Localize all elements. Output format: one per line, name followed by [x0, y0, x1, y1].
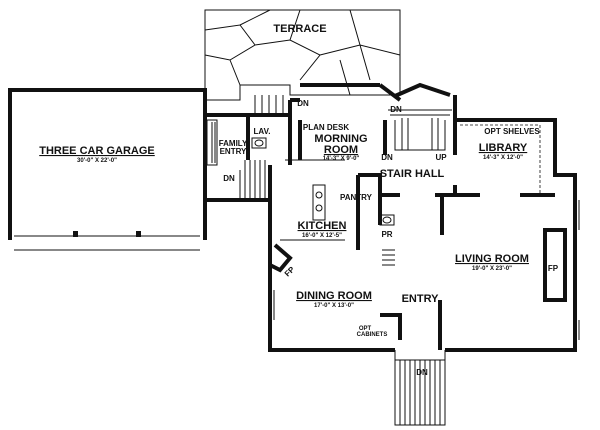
terrace-label: TERRACE — [273, 23, 326, 35]
up-label-stair: UP — [435, 153, 447, 162]
living-room-dims: 19'-0" X 23'-0" — [472, 266, 512, 272]
dining-room-label: DINING ROOM — [296, 290, 372, 302]
fireplace-label-living: FP — [548, 264, 559, 273]
stair-hall-label: STAIR HALL — [380, 168, 445, 180]
garage-dims: 30'-0" X 22'-0" — [77, 158, 117, 164]
powder-room-label: PR — [381, 230, 392, 239]
down-label-stair: DN — [381, 153, 393, 162]
kitchen-label: KITCHEN — [298, 220, 347, 232]
garage-label: THREE CAR GARAGE — [39, 145, 155, 157]
garage-walls — [8, 88, 207, 251]
kitchen-dims: 16'-0" X 12'-5" — [302, 233, 342, 239]
opt-cabinets-label-2: CABINETS — [357, 332, 388, 338]
pantry-label: PANTRY — [340, 193, 373, 202]
opt-shelves-label: OPT SHELVES — [484, 127, 540, 136]
terrace-paving — [204, 9, 401, 101]
lav-label: LAV. — [254, 127, 271, 136]
dining-room-dims: 17'-0" X 13'-0" — [314, 303, 354, 309]
down-label-front: DN — [416, 368, 428, 377]
library-dims: 14'-3" X 12'-0" — [483, 155, 523, 161]
entry-label: ENTRY — [402, 293, 440, 305]
family-entry-walls — [203, 100, 292, 240]
living-room-label: LIVING ROOM — [455, 253, 529, 265]
opt-cabinets-label-1: OPT — [359, 326, 372, 332]
morning-room-dims: 14'-3" X 9'-0" — [323, 156, 360, 162]
family-entry-label-1: FAMILY — [219, 139, 248, 148]
family-entry-label-2: ENTRY — [220, 147, 247, 156]
house-walls — [254, 82, 580, 426]
library-label: LIBRARY — [479, 142, 528, 154]
morning-room-label-1: MORNING — [314, 133, 367, 145]
morning-room-label-2: ROOM — [324, 144, 358, 156]
down-label-terrace: DN — [297, 99, 309, 108]
down-label-family: DN — [223, 174, 235, 183]
down-label-stair-top: DN — [390, 105, 402, 114]
plan-desk-label: PLAN DESK — [303, 123, 349, 132]
